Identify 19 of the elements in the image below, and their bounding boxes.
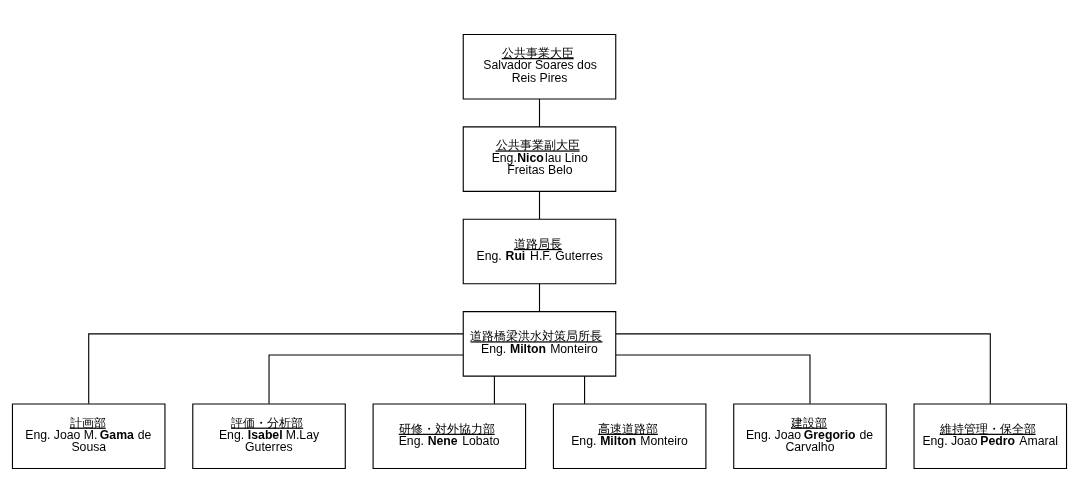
connector <box>584 375 586 404</box>
connector <box>615 332 991 404</box>
node-box: 道路局長 Eng. Rui H.F. Guterres <box>462 218 617 284</box>
connector <box>538 190 541 220</box>
connector <box>268 353 464 404</box>
node-box: 道路橋梁洪水対策局所長 Eng. Milton Monteiro <box>462 310 617 377</box>
node-box: 公共事業大臣 Salvador Soares dos Reis Pires <box>462 33 617 100</box>
connector <box>88 332 464 404</box>
node-box: 評価・分析部 Eng. Isabel M.Lay Guterres <box>192 402 346 469</box>
node-box: 高速道路部 Eng. Milton Monteiro <box>552 402 707 469</box>
node-box: 建設部 Eng. Joao Gregorio de Carvalho <box>733 402 887 469</box>
connector <box>538 282 541 312</box>
node-box: 公共事業副大臣 Eng.Nicolau Lino Freitas Belo <box>462 125 617 192</box>
connector <box>538 98 541 127</box>
connector <box>493 375 495 404</box>
node-box: 研修・対外協力部 Eng. Nene Lobato <box>372 402 527 469</box>
node-box: 計画部 Eng. Joao M. Gama de Sousa <box>11 402 166 469</box>
connector <box>615 353 811 404</box>
node-box: 維持管理・保全部 Eng. Joao Pedro Amaral <box>913 402 1068 469</box>
